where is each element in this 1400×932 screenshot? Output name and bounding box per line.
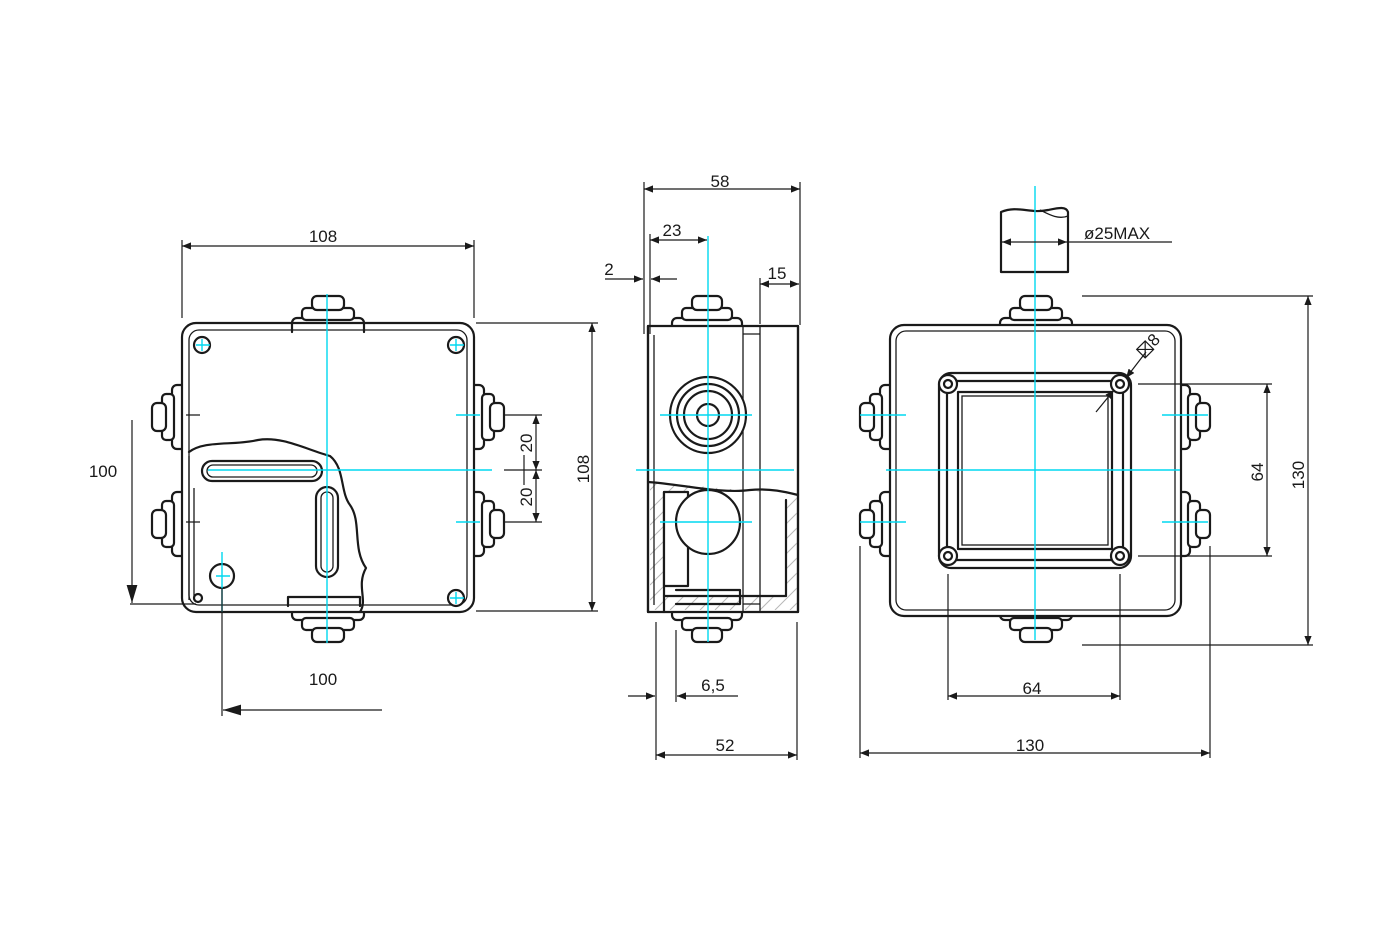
front-dimensions: 108 108 20 20 100 100 xyxy=(89,227,598,716)
front-dim-height-right: 108 xyxy=(574,455,593,483)
side-dim-depth-overall: 58 xyxy=(711,172,730,191)
side-dimensions: 58 23 2 15 6,5 52 xyxy=(604,172,801,760)
front-dim-spacing-upper: 20 xyxy=(517,434,536,453)
rear-hole-tr xyxy=(1109,373,1131,395)
rear-dim-hole-spacing-horizontal: 64 xyxy=(1023,679,1042,698)
rear-hole-br xyxy=(1109,545,1131,567)
side-view xyxy=(636,236,800,644)
rear-dimensions: ø25MAX 8 64 130 64 130 xyxy=(859,224,1313,758)
rear-hole-bl xyxy=(937,545,959,567)
rear-gland-right-lower xyxy=(1174,490,1212,558)
side-dim-wall-offset: 2 xyxy=(604,260,613,279)
front-dim-spacing-lower: 20 xyxy=(517,488,536,507)
rear-hole-tl xyxy=(937,373,959,395)
rear-dim-cable-diameter: ø25MAX xyxy=(1084,224,1150,243)
front-box-outer xyxy=(180,321,476,614)
side-dim-base-offset: 6,5 xyxy=(701,676,725,695)
front-dim-mount-width: 100 xyxy=(309,670,337,689)
front-slot-horizontal xyxy=(200,459,324,483)
front-dim-width-top: 108 xyxy=(309,227,337,246)
rear-dim-hole-spacing-vertical: 64 xyxy=(1248,463,1267,482)
side-dim-gland-axis: 23 xyxy=(663,221,682,240)
rear-dim-overall-width: 130 xyxy=(1016,736,1044,755)
side-dim-body-depth: 52 xyxy=(716,736,735,755)
side-dim-lid-depth: 15 xyxy=(768,264,787,283)
rear-gland-left-upper xyxy=(858,383,896,451)
rear-view xyxy=(858,186,1212,644)
front-view xyxy=(150,294,506,644)
front-cutaway-line xyxy=(187,438,368,614)
rear-dim-overall-height: 130 xyxy=(1289,461,1308,489)
front-dim-mount-height: 100 xyxy=(89,462,117,481)
